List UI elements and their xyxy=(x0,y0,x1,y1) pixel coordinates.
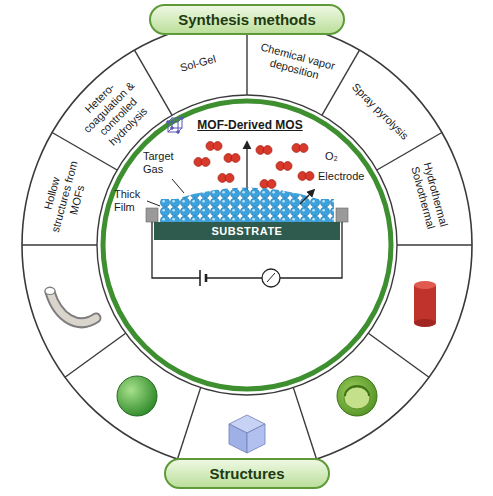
hollow-sphere-icon xyxy=(337,376,377,416)
segment-ring xyxy=(22,20,472,470)
figure-title: MOF-Derived MOS xyxy=(197,119,302,133)
mof-icon xyxy=(168,122,178,132)
node-text: Synthesis methods xyxy=(178,11,316,28)
gas-molecules xyxy=(276,162,292,171)
node-text: Structures xyxy=(209,465,284,482)
circuit-wires xyxy=(152,222,342,278)
gas-molecules xyxy=(256,146,272,155)
electrode-arrow xyxy=(300,190,314,204)
hollow-sphere-icon xyxy=(337,376,377,416)
mof-icon xyxy=(171,127,174,130)
heading-pill: Structures xyxy=(164,458,330,489)
leader-lines xyxy=(172,179,184,193)
callout-label: Target Gas xyxy=(143,150,185,175)
circuit-wires xyxy=(206,277,262,278)
substrate-box: SUBSTRATE xyxy=(154,222,340,240)
gas-molecules xyxy=(194,142,314,189)
meter-symbol xyxy=(267,273,275,282)
leader-lines xyxy=(147,201,160,206)
gas-molecules xyxy=(260,180,276,189)
callout-label: Electrode xyxy=(318,170,364,183)
heading-pill: Synthesis methods xyxy=(149,4,345,35)
gas-molecules xyxy=(292,144,308,153)
leader-lines xyxy=(147,179,184,206)
cylinder-icon xyxy=(414,281,436,289)
gas-molecules xyxy=(298,172,314,181)
cylinder-icon xyxy=(414,281,436,327)
battery-symbol xyxy=(205,274,208,282)
meter-symbol xyxy=(262,269,280,287)
hollow-sphere-icon xyxy=(344,387,370,409)
sphere-icon xyxy=(117,376,157,416)
mof-icon xyxy=(167,121,170,124)
gas-molecules xyxy=(194,158,210,167)
electrodes xyxy=(336,208,348,222)
sphere-icon xyxy=(117,376,157,416)
meter-symbol xyxy=(262,269,280,287)
battery-symbol xyxy=(199,270,201,286)
segment-dividers xyxy=(22,20,472,459)
tube-icon xyxy=(45,288,96,323)
gas-molecules xyxy=(218,174,234,183)
segment-dividers xyxy=(178,388,201,459)
cube-icon xyxy=(247,424,265,453)
cube-icon xyxy=(229,415,265,453)
node-text: SUBSTRATE xyxy=(212,225,283,237)
mof-icon xyxy=(172,118,182,128)
callout-label: Thick Film xyxy=(114,188,146,213)
hollow-sphere-icon xyxy=(345,386,369,396)
tube-icon xyxy=(50,292,96,323)
thick-film xyxy=(176,188,318,200)
cylinder-icon xyxy=(414,319,436,327)
segment-dividers xyxy=(22,244,97,245)
gas-label: O₂ xyxy=(325,150,338,163)
signal-arrow xyxy=(246,142,247,194)
thick-film xyxy=(160,188,334,223)
segment-dividers xyxy=(65,333,126,377)
cube-icon xyxy=(229,424,247,453)
mof-icon xyxy=(181,117,184,120)
segment-dividers xyxy=(397,244,472,245)
mof-icon xyxy=(167,117,184,134)
gas-molecules xyxy=(206,142,222,151)
segment-ring xyxy=(22,20,472,470)
segment-dividers xyxy=(368,333,429,377)
thick-film xyxy=(160,199,334,222)
cylinder-icon xyxy=(414,285,436,323)
sensor-circle xyxy=(103,101,391,389)
segment-ring xyxy=(97,95,397,395)
gas-molecules xyxy=(224,154,240,163)
segment-dividers xyxy=(293,388,316,459)
tube-icon xyxy=(45,288,55,295)
tube-icon xyxy=(50,292,96,323)
mof-icon xyxy=(177,131,180,134)
battery-symbol xyxy=(200,270,206,286)
electrodes xyxy=(146,208,158,222)
